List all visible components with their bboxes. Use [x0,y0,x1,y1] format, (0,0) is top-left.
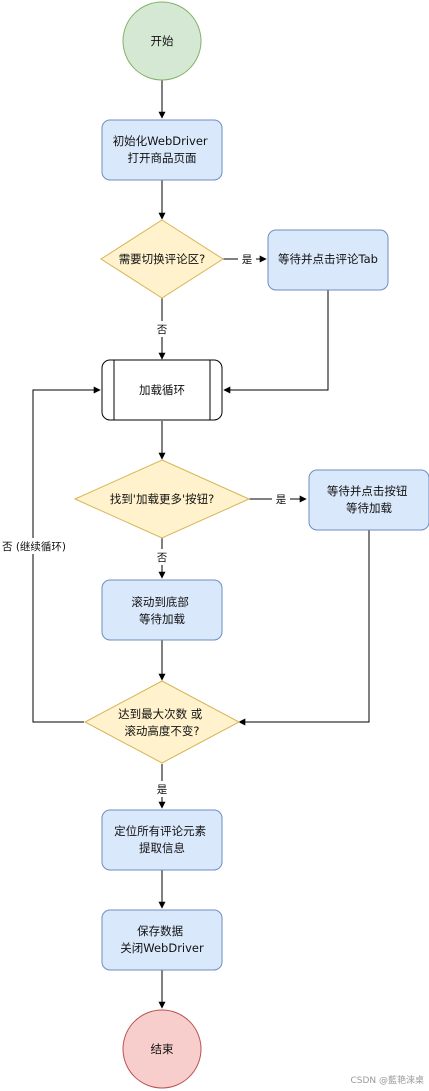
svg-text:等待并点击按钮 等待加载: 等待并点击按钮 等待加载 [327,484,411,515]
svg-text:达到最大次数 或 滚动高度不变?: 达到最大次数 或 滚动高度不变? [118,707,206,738]
svg-text:找到'加载更多'按钮?: 找到'加载更多'按钮? [110,492,214,506]
svg-text:结束: 结束 [151,1042,174,1056]
edge-label-no-button: 否 [157,552,168,564]
node-locate: 定位所有评论元素 提取信息 [101,809,223,871]
edge-label-no-continue: 否 (继续循环) [2,540,66,553]
node-end: 结束 [122,1009,202,1089]
svg-text:初始化WebDriver 打开商品页面: 初始化WebDriver 打开商品页面 [113,134,212,165]
svg-text:开始: 开始 [151,34,174,48]
node-save-line-1: 保存数据 [137,924,183,938]
node-init: 初始化WebDriver 打开商品页面 [101,119,223,181]
edge-label-yes-done: 是 [157,784,168,796]
node-need-switch: 需要切换评论区? [100,219,224,299]
svg-text:等待并点击评论Tab: 等待并点击评论Tab [278,252,378,266]
node-init-line-2: 打开商品页面 [128,151,197,165]
node-load-loop-line-1: 加载循环 [139,383,185,397]
edge-label-yes-button: 是 [276,494,287,506]
node-check-max-line-1: 达到最大次数 或 [118,707,203,721]
node-scroll: 滚动到底部 等待加载 [101,579,223,641]
node-find-more: 找到'加载更多'按钮? [73,459,251,539]
edge-click-to-check [238,530,370,726]
edge-check-to-loop [32,386,101,723]
node-click-button-line-1: 等待并点击按钮 [327,484,408,498]
node-locate-line-1: 定位所有评论元素 [114,824,206,838]
node-click-button: 等待并点击按钮 等待加载 [308,469,429,531]
edge-labels: 是 否 是 否 否 (继续循环) 是 [1,251,290,797]
svg-text:滚动到底部 等待加载: 滚动到底部 等待加载 [131,595,192,626]
node-start: 开始 [122,1,202,81]
node-init-line-1: 初始化WebDriver [113,134,208,148]
edge-label-yes-tab: 是 [242,254,253,266]
node-click-button-line-2: 等待加载 [346,501,392,515]
node-locate-line-2: 提取信息 [139,841,185,855]
node-scroll-line-1: 滚动到底部 [131,595,189,609]
node-find-more-line-1: 找到'加载更多'按钮? [110,492,214,506]
edge-label-no-switch: 否 [157,324,168,336]
node-save: 保存数据 关闭WebDriver [101,909,223,971]
edges [32,80,370,1009]
node-save-line-2: 关闭WebDriver [120,941,204,955]
node-click-tab-line-1: 等待并点击评论Tab [278,252,378,266]
node-load-loop: 加载循环 [101,359,223,421]
node-check-max: 达到最大次数 或 滚动高度不变? [83,680,241,764]
node-need-switch-line-1: 需要切换评论区? [119,252,206,266]
edge-tab-to-loop [223,290,329,394]
node-scroll-line-2: 等待加载 [139,612,185,626]
svg-text:需要切换评论区?: 需要切换评论区? [119,252,206,266]
svg-text:定位所有评论元素 提取信息: 定位所有评论元素 提取信息 [114,824,210,855]
svg-text:保存数据 关闭WebDriver: 保存数据 关闭WebDriver [120,924,204,955]
svg-text:加载循环: 加载循环 [139,383,185,397]
node-click-tab: 等待并点击评论Tab [267,229,389,291]
node-end-line-1: 结束 [151,1042,174,1056]
node-check-max-line-2: 滚动高度不变? [124,724,199,738]
node-start-line-1: 开始 [151,34,174,48]
watermark: CSDN @藍艳淶桌 [350,1074,424,1086]
